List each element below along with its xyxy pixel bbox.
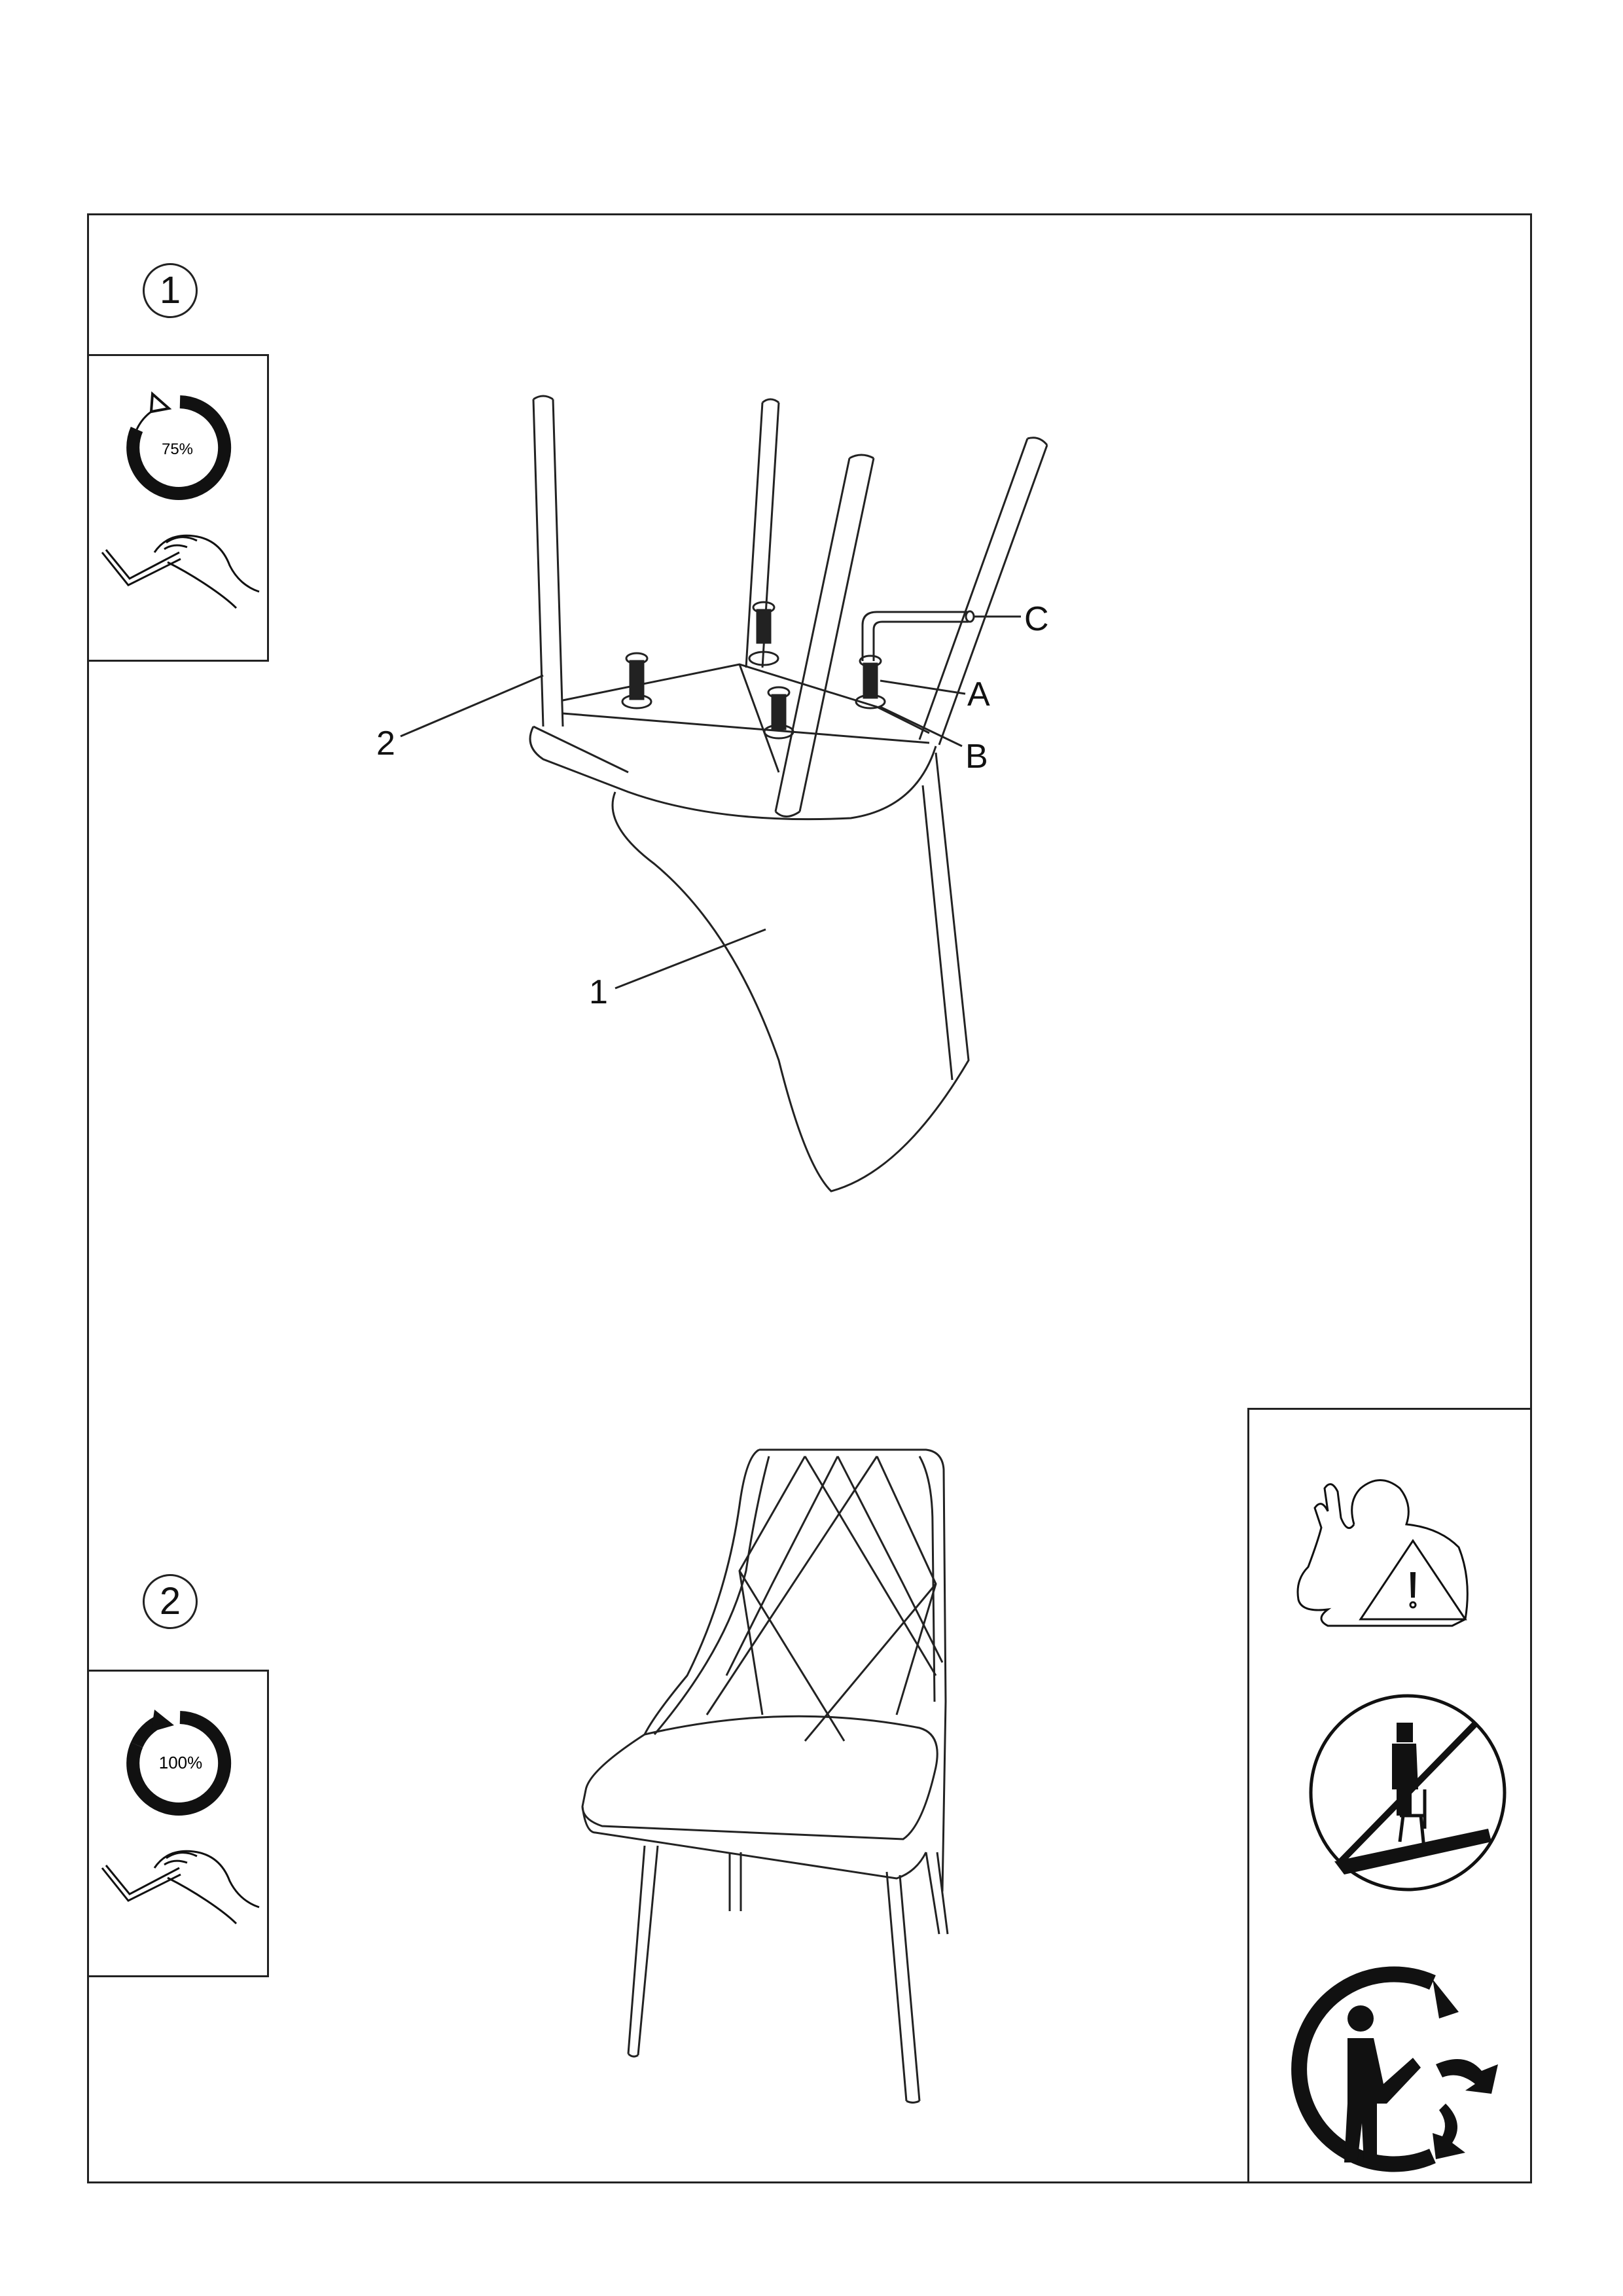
step-2-number: 2 [143,1574,198,1629]
bolt-group [621,601,886,740]
chair-leg-front-left [627,1845,659,2058]
chair-leg-1 [532,395,564,727]
step-1-tool-box: 75% [87,354,269,662]
leader-a [880,679,966,695]
instruction-frame [87,213,1532,2183]
chair-backrest [611,752,970,1193]
leader-1 [615,928,766,990]
chair-leg-back-right [925,1852,949,1935]
warning-person-icon [1296,1479,1469,1627]
leader-2 [400,674,544,738]
recycling-person-icon [1291,1966,1498,2172]
part-label-b: B [965,738,988,776]
part-label-2: 2 [376,725,395,762]
allen-key-hand-icon [101,534,260,609]
chair-assembled [581,1448,949,2104]
circular-arrow-icon: 100% [126,1710,232,1816]
safety-icons [1291,1479,1507,2172]
allen-key-hand-icon [101,1850,260,1925]
step-1-tool-graphic: 75% [101,391,260,609]
leader-b [880,706,963,747]
part-label-c: C [1024,600,1049,638]
chair-leg-back-left [728,1852,742,1911]
no-standing-on-chair-icon [1309,1694,1507,1892]
chair-upside-down [400,395,1048,1193]
part-label-a: A [967,675,990,713]
step-1-number: 1 [143,263,198,318]
safety-panel [1247,1408,1532,2183]
step-2-tool-box: 100% [87,1670,269,1977]
part-label-1: 1 [589,973,608,1011]
torque-percent-label: 75% [162,440,193,458]
chair-seat [581,1715,938,1840]
chair-leg-3 [774,454,875,817]
step-2-tool-graphic: 100% [101,1710,260,1925]
circular-arrow-icon: 75% [126,391,232,500]
chair-backrest [643,1448,947,1892]
torque-percent-label: 100% [159,1753,203,1772]
chair-leg-front-right [885,1871,921,2104]
chair-seat-underside [529,726,937,821]
allen-key [861,611,969,661]
